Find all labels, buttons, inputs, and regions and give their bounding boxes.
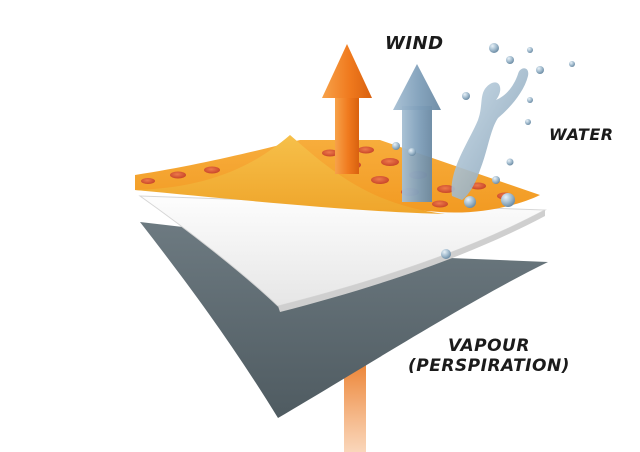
- wind-label: WIND: [385, 33, 444, 54]
- vapour-arrow-icon: [322, 44, 372, 174]
- vapour-label-line2: (PERSPIRATION): [408, 355, 570, 376]
- membrane-edge: [278, 210, 545, 312]
- wind-arrow-icon: [393, 64, 441, 202]
- vapour-label-line1: VAPOUR: [447, 336, 530, 356]
- water-splash-icon: [392, 43, 575, 259]
- water-label: WATER: [549, 125, 614, 144]
- outer-layer-flap: [135, 135, 445, 214]
- vapour-label: VAPOUR (PERSPIRATION): [408, 336, 570, 376]
